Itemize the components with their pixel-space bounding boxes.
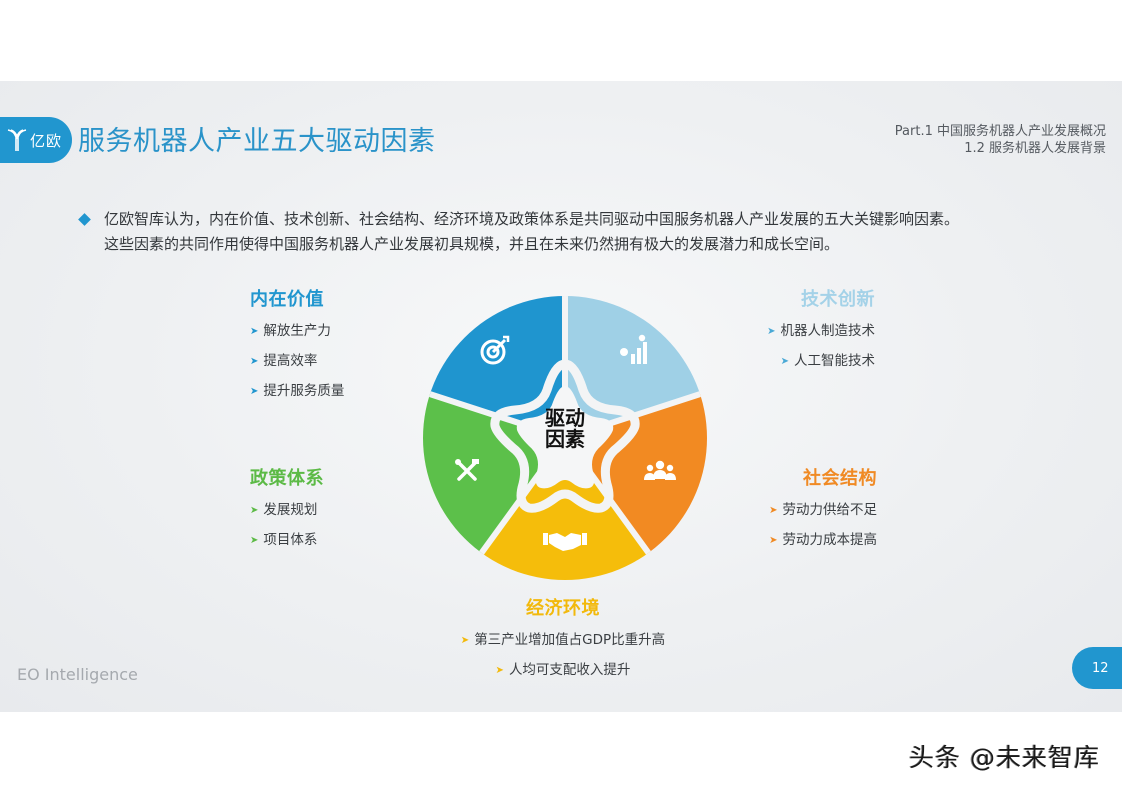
factor-economic-environment: 经济环境 ➤第三产业增加值占GDP比重升高 ➤人均可支配收入提升 — [448, 594, 678, 686]
arrow-bullet-icon: ➤ — [769, 505, 778, 516]
factor-item: ➤劳动力供给不足 — [769, 496, 877, 526]
factor-tech-innovation: 技术创新 ➤机器人制造技术 ➤人工智能技术 — [767, 285, 875, 377]
handshake-icon — [543, 533, 587, 551]
arrow-bullet-icon: ➤ — [250, 386, 259, 397]
factor-item: ➤解放生产力 — [250, 317, 344, 347]
arrow-bullet-icon: ➤ — [495, 665, 504, 676]
target-icon — [480, 335, 510, 365]
arrow-bullet-icon: ➤ — [250, 356, 259, 367]
arrow-bullet-icon: ➤ — [780, 356, 789, 367]
team-icon — [644, 460, 676, 480]
driving-factors-wheel: 驱动 因素 — [420, 293, 710, 583]
wheel-graphic — [423, 296, 707, 580]
factor-item: ➤提升服务质量 — [250, 377, 344, 407]
factor-item: ➤人均可支配收入提升 — [448, 656, 678, 686]
slide: 亿欧 服务机器人产业五大驱动因素 Part.1 中国服务机器人产业发展概况 1.… — [0, 81, 1122, 712]
arrow-bullet-icon: ➤ — [250, 326, 259, 337]
tools-icon — [455, 459, 479, 481]
factor-title: 技术创新 — [801, 289, 875, 310]
arrow-bullet-icon: ➤ — [250, 535, 259, 546]
factor-intrinsic-value: 内在价值 ➤解放生产力 ➤提高效率 ➤提升服务质量 — [250, 285, 344, 407]
factor-item: ➤提高效率 — [250, 347, 344, 377]
watermark: 头条 @未来智库 — [909, 743, 1100, 772]
page-number-badge: 12 — [1072, 647, 1122, 689]
factor-policy-system: 政策体系 ➤发展规划 ➤项目体系 — [250, 464, 324, 556]
footer-brand: EO Intelligence — [17, 665, 138, 684]
factor-title: 经济环境 — [526, 598, 600, 619]
factor-item: ➤劳动力成本提高 — [769, 526, 877, 556]
intro-paragraph: 亿欧智库认为，内在价值、技术创新、社会结构、经济环境及政策体系是共同驱动中国服务… — [78, 207, 1080, 257]
intro-line-1: 亿欧智库认为，内在价值、技术创新、社会结构、经济环境及政策体系是共同驱动中国服务… — [104, 210, 960, 228]
section-breadcrumb: Part.1 中国服务机器人产业发展概况 1.2 服务机器人发展背景 — [895, 123, 1106, 157]
center-label: 驱动 因素 — [545, 406, 585, 451]
factor-item: ➤第三产业增加值占GDP比重升高 — [448, 626, 678, 656]
factor-social-structure: 社会结构 ➤劳动力供给不足 ➤劳动力成本提高 — [769, 464, 877, 556]
page-title: 服务机器人产业五大驱动因素 — [78, 126, 436, 157]
arrow-bullet-icon: ➤ — [250, 505, 259, 516]
factor-item: ➤发展规划 — [250, 496, 324, 526]
factor-item: ➤项目体系 — [250, 526, 324, 556]
factor-item: ➤人工智能技术 — [767, 347, 875, 377]
part-line: Part.1 中国服务机器人产业发展概况 — [894, 124, 1106, 139]
gear-chart-icon — [620, 334, 647, 364]
arrow-bullet-icon: ➤ — [767, 326, 776, 337]
arrow-bullet-icon: ➤ — [769, 535, 778, 546]
yiou-logo-icon — [7, 129, 27, 151]
factor-title: 内在价值 — [250, 289, 324, 310]
arrow-bullet-icon: ➤ — [460, 635, 470, 646]
segment-economy — [476, 438, 654, 580]
logo-text: 亿欧 — [30, 131, 63, 150]
subsection-line: 1.2 服务机器人发展背景 — [964, 141, 1106, 156]
factor-title: 社会结构 — [803, 468, 877, 489]
factor-item: ➤机器人制造技术 — [767, 317, 875, 347]
intro-line-2: 这些因素的共同作用使得中国服务机器人产业发展初具规模，并且在未来仍然拥有极大的发… — [104, 235, 840, 253]
factor-title: 政策体系 — [250, 468, 324, 489]
logo-badge: 亿欧 — [0, 117, 72, 163]
center-star — [516, 386, 614, 489]
